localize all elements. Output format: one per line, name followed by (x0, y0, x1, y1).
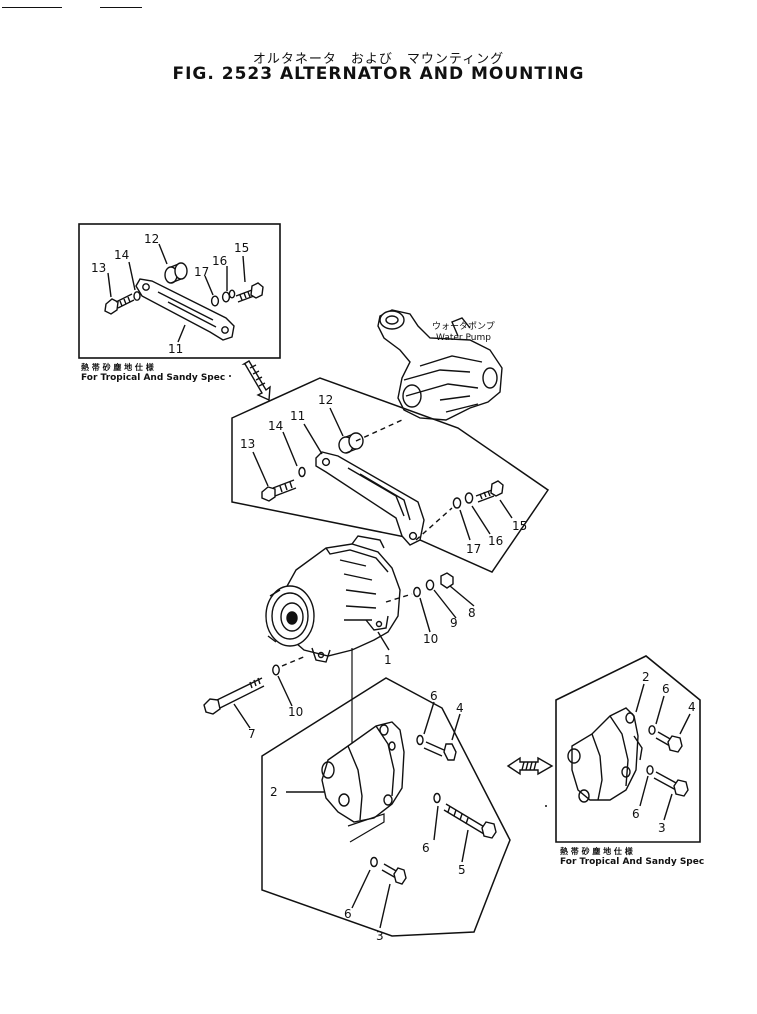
label-1: 1 (384, 653, 392, 667)
inset-right-caption-jp: 熱 帯 砂 塵 地 仕 様 (560, 846, 634, 856)
label-10-left: 10 (288, 705, 303, 719)
bolt-13 (261, 479, 297, 502)
label-4-inset: 4 (688, 700, 696, 714)
label-9: 9 (450, 616, 458, 630)
bolt-13-inset (104, 293, 135, 315)
label-6-inset-top: 6 (662, 682, 670, 696)
mount-group: 6 4 2 6 5 6 3 (261, 677, 511, 943)
hatched-arrow-right (506, 756, 554, 776)
bolt-15 (475, 480, 504, 503)
alternator: 8 9 10 1 7 10 (203, 535, 476, 762)
label-3: 3 (376, 929, 384, 943)
label-2-inset: 2 (642, 670, 650, 684)
inset-top-tropical: 12 14 13 17 16 15 11 (78, 223, 281, 359)
label-11-inset: 11 (168, 342, 183, 356)
alternator-pulley (265, 585, 315, 647)
inset-right-caption: For Tropical And Sandy Spec (560, 857, 704, 867)
label-13-inset: 13 (91, 261, 106, 275)
hatched-arrow-top (241, 360, 271, 402)
label-12-inset: 12 (144, 232, 159, 246)
label-10-right: 10 (423, 632, 438, 646)
bolt-3 (381, 863, 407, 885)
label-8: 8 (468, 606, 476, 620)
label-15: 15 (512, 519, 527, 533)
figure-title: FIG. 2523 ALTERNATOR AND MOUNTING (172, 64, 585, 84)
inset-top-caption: For Tropical And Sandy Spec (81, 373, 225, 383)
label-6-inset-bottom: 6 (632, 807, 640, 821)
label-12: 12 (318, 393, 333, 407)
figure-title-jp: オルタネータ および マウンティング (252, 52, 505, 67)
bolt-15-inset (235, 282, 264, 303)
inset-top-caption-jp: 熱 帯 砂 塵 地 仕 様 (81, 362, 155, 372)
water-pump-label: Water Pump (436, 333, 491, 343)
water-pump (377, 309, 503, 421)
label-17-inset: 17 (194, 265, 209, 279)
label-16-inset: 16 (212, 254, 227, 268)
label-6-bottom: 6 (344, 907, 352, 921)
label-13: 13 (240, 437, 255, 451)
label-17: 17 (466, 542, 481, 556)
bolt-3-inset (653, 771, 689, 797)
label-11: 11 (290, 409, 305, 423)
header-rule-left (2, 7, 62, 8)
label-14-inset: 14 (114, 248, 129, 262)
header-rule-right (100, 7, 142, 8)
label-4: 4 (456, 701, 464, 715)
water-pump-label-jp: ウォータポンプ (432, 321, 495, 332)
label-6-mid: 6 (422, 841, 430, 855)
inset-right-tropical: 2 6 4 6 3 (555, 655, 701, 843)
label-7: 7 (248, 727, 256, 741)
bracket-group: 12 11 14 13 15 16 17 (231, 377, 550, 573)
bolt-4 (423, 741, 457, 761)
label-5: 5 (458, 863, 466, 877)
label-15-inset: 15 (234, 241, 249, 255)
label-6-top: 6 (430, 689, 438, 703)
bolt-7 (203, 677, 265, 715)
label-16: 16 (488, 534, 503, 548)
bolt-5 (443, 803, 497, 839)
label-14: 14 (268, 419, 283, 433)
label-3-inset: 3 (658, 821, 666, 835)
bolt-4-inset (655, 731, 683, 753)
label-2: 2 (270, 785, 278, 799)
